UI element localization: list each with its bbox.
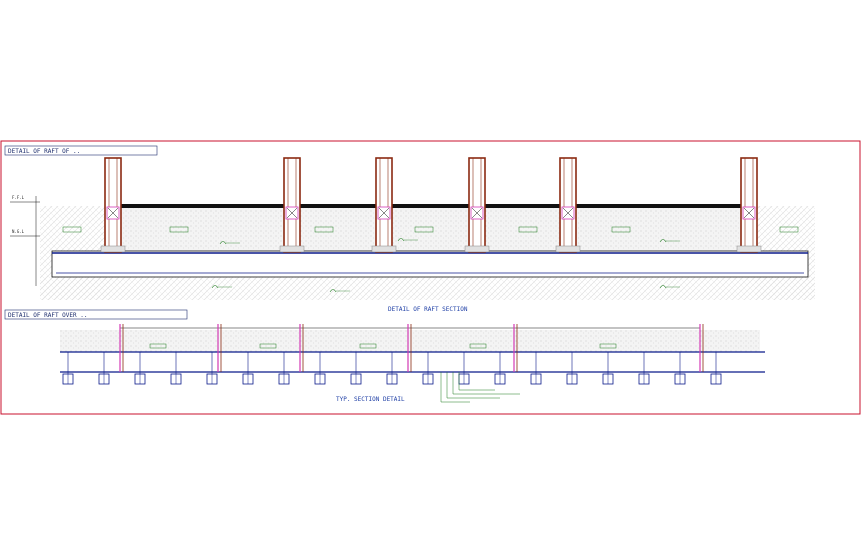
note-tag (149, 343, 167, 349)
pile-cap (134, 352, 146, 385)
pile-cap (566, 352, 578, 385)
section-2-leader-lines (440, 372, 520, 403)
pile-cap (494, 352, 506, 385)
pile-cap (278, 352, 290, 385)
column (555, 157, 581, 253)
note-tag (169, 226, 189, 233)
joint-cross (743, 207, 755, 219)
section-1-caption: DETAIL OF RAFT SECTION (388, 306, 468, 313)
pile-cap (530, 352, 542, 385)
column-body (740, 157, 758, 253)
section-2-ground (60, 330, 760, 352)
level-marks (10, 196, 40, 286)
pile-cap (710, 352, 722, 385)
pile-cap (98, 352, 110, 385)
note-tag (359, 343, 377, 349)
pile-cap (674, 352, 686, 385)
joint-cross (471, 207, 483, 219)
pile-cap (170, 352, 182, 385)
pile-cap (62, 352, 74, 385)
column (736, 157, 762, 253)
section-1-title: DETAIL OF RAFT OF .. (8, 148, 80, 155)
column-body (375, 157, 393, 253)
column (279, 157, 305, 253)
note-tag (779, 226, 799, 233)
column-footing (371, 245, 397, 253)
note-tag (469, 343, 487, 349)
section-2-raft-detail: DETAIL OF RAFT OVER .. TYP. SECTION DETA… (4, 309, 765, 403)
note-tag (518, 226, 538, 233)
note-leader (397, 238, 405, 242)
section-1-title-box (4, 145, 158, 156)
column-body (468, 157, 486, 253)
pile-cap (206, 352, 218, 385)
section-2-walls (119, 324, 704, 372)
note-tag (62, 226, 82, 233)
pile-cap (602, 352, 614, 385)
column-footing (279, 245, 305, 253)
pile-cap (386, 352, 398, 385)
note-leader (219, 241, 227, 245)
pile-cap (638, 352, 650, 385)
fill-layer (110, 207, 755, 251)
column (100, 157, 126, 253)
joint-cross (286, 207, 298, 219)
joint-cross (378, 207, 390, 219)
section-1-raft-detail: DETAIL OF RAFT OF .. F.F.L N.G.L DETAIL … (4, 145, 815, 313)
top-slab-line (110, 204, 755, 208)
note-tag (259, 343, 277, 349)
level-mark-upper: F.F.L (12, 195, 25, 200)
ground-hatch-bottom (40, 276, 815, 300)
section-2-title: DETAIL OF RAFT OVER .. (8, 312, 87, 319)
sheet-border (0, 140, 861, 415)
note-leader (329, 289, 337, 293)
pile-cap (458, 352, 470, 385)
note-tag (314, 226, 334, 233)
section-2-title-box (4, 309, 188, 320)
note-leader (211, 285, 219, 289)
note-tag (414, 226, 434, 233)
column-body (559, 157, 577, 253)
column-footing (100, 245, 126, 253)
pile-cap (314, 352, 326, 385)
column-footing (464, 245, 490, 253)
joint-cross (562, 207, 574, 219)
pile-cap (422, 352, 434, 385)
column (371, 157, 397, 253)
section-1-columns (100, 157, 762, 253)
column-body (283, 157, 301, 253)
column (464, 157, 490, 253)
note-tag (611, 226, 631, 233)
note-leader (659, 285, 667, 289)
pile-cap (242, 352, 254, 385)
level-mark-lower: N.G.L (12, 229, 25, 234)
column-body (104, 157, 122, 253)
joint-cross (107, 207, 119, 219)
note-leader (659, 239, 667, 243)
column-footing (736, 245, 762, 253)
note-tag (599, 343, 617, 349)
section-2-caption: TYP. SECTION DETAIL (336, 396, 405, 403)
column-footing (555, 245, 581, 253)
pile-cap (350, 352, 362, 385)
section-2-pile-caps (62, 352, 722, 385)
section-1-notes (62, 226, 799, 293)
